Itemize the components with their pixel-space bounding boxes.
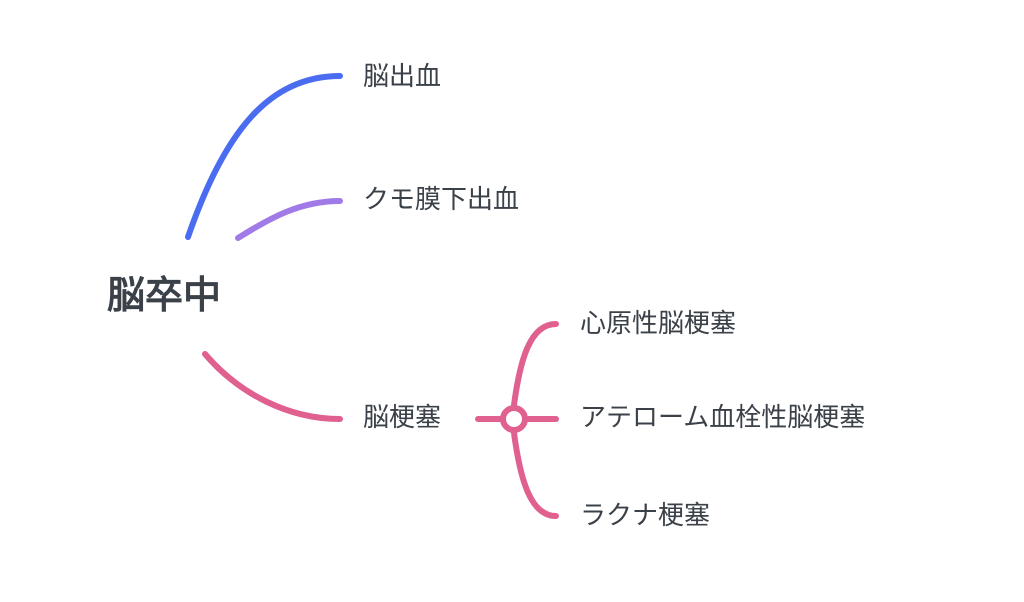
leaf-node-cardioembolic-infarction[interactable]: 心原性脳梗塞: [580, 309, 737, 339]
edge-root-hemorrhage: [185, 73, 343, 240]
branch-node-cerebral-infarction[interactable]: 脳梗塞: [363, 403, 442, 433]
edge-hub-cardioembolic: [511, 321, 559, 408]
edge-root-sah: [235, 198, 343, 241]
branch-node-cerebral-hemorrhage[interactable]: 脳出血: [363, 62, 442, 92]
root-node-label[interactable]: 脳卒中: [107, 273, 222, 317]
leaf-node-lacunar-infarction[interactable]: ラクナ梗塞: [580, 501, 711, 531]
branch-hub-circle: [500, 405, 528, 433]
edge-root-infarction: [202, 351, 343, 422]
leaf-node-atherothrombotic-infarction[interactable]: アテローム血栓性脳梗塞: [580, 403, 866, 433]
edge-hub-lacunar: [511, 430, 559, 519]
branch-node-subarachnoid-hemorrhage[interactable]: クモ膜下出血: [363, 185, 520, 215]
